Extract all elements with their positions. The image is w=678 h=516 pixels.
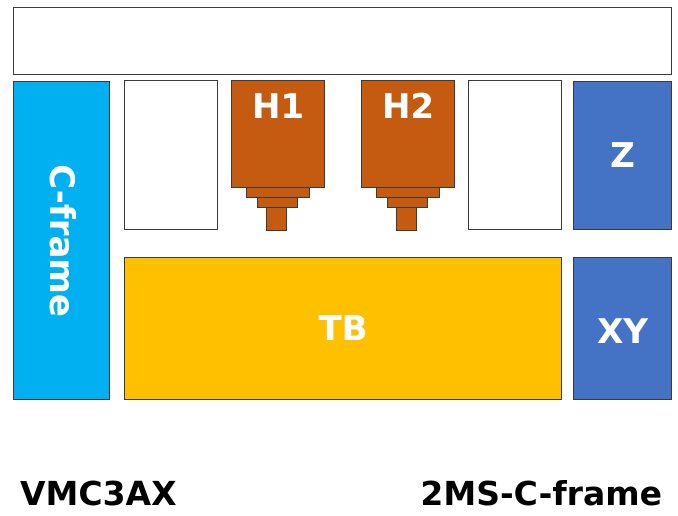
c-frame-block: C-frame (13, 81, 110, 400)
caption-vmc3ax: VMC3AX (20, 474, 177, 513)
xy-axis-block: XY (573, 257, 672, 400)
top-beam-block (13, 7, 672, 75)
tb-label: TB (318, 308, 368, 349)
z-label: Z (610, 135, 635, 176)
caption-2ms-c-frame: 2MS-C-frame (420, 474, 662, 513)
xy-label: XY (597, 311, 648, 352)
right-empty-block (468, 80, 562, 230)
h2-spindle-tip (396, 207, 417, 231)
table-block: TB (124, 257, 562, 400)
h2-label: H2 (381, 87, 435, 127)
h1-spindle-head: H1 (231, 80, 325, 188)
z-axis-block: Z (573, 81, 672, 230)
left-empty-block (124, 80, 218, 230)
h2-spindle-head: H2 (361, 80, 455, 188)
h1-label: H1 (251, 87, 305, 127)
h1-spindle-tip (266, 207, 287, 231)
